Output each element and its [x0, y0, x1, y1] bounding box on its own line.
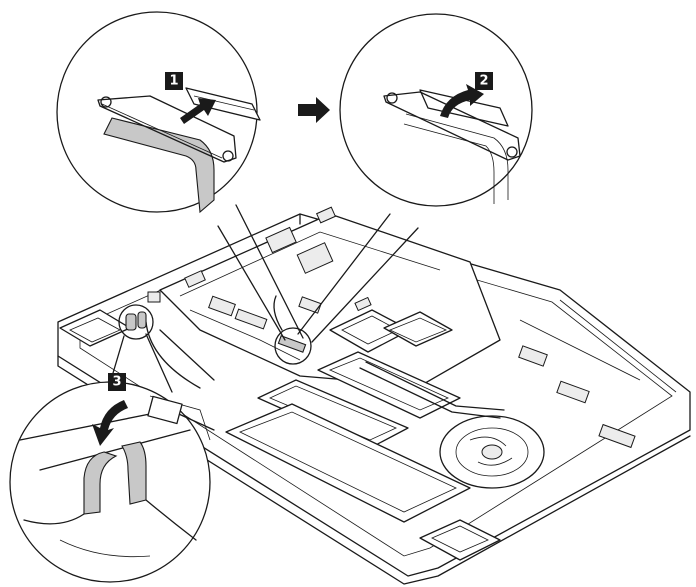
speaker-bottom: [419, 519, 501, 561]
step-number-2: 2: [479, 74, 488, 89]
step-badge-1: 1: [165, 72, 183, 90]
callout-leader-3b: [145, 333, 173, 393]
curved-down-arrow-icon: [92, 400, 128, 446]
step-badge-3: 3: [108, 373, 126, 391]
memory-module: [317, 351, 461, 419]
laptop-base: [57, 206, 691, 585]
step-number-1: 1: [169, 74, 178, 89]
right-arrow-icon: [298, 97, 330, 123]
curved-lift-arrow-icon: [440, 84, 484, 118]
cable-route: [273, 295, 283, 331]
detail-circle-step-3: [9, 381, 215, 583]
system-board: [147, 206, 501, 387]
detail-circle-step-1: [56, 11, 261, 214]
callout-leader-2a: [297, 213, 391, 335]
target-circle-connector: [274, 327, 312, 365]
callout-leader-1b: [235, 204, 304, 339]
push-arrow-icon: [180, 98, 216, 124]
detail-circle-step-2: [339, 13, 533, 207]
fan: [439, 415, 545, 489]
step-number-3: 3: [112, 375, 121, 390]
step-badge-2: 2: [475, 72, 493, 90]
battery: [225, 403, 471, 523]
callout-leader-1a: [217, 225, 286, 341]
callout-leader-2b: [311, 227, 419, 343]
heat-pipe: [359, 367, 501, 419]
target-circle-antenna: [118, 304, 154, 340]
